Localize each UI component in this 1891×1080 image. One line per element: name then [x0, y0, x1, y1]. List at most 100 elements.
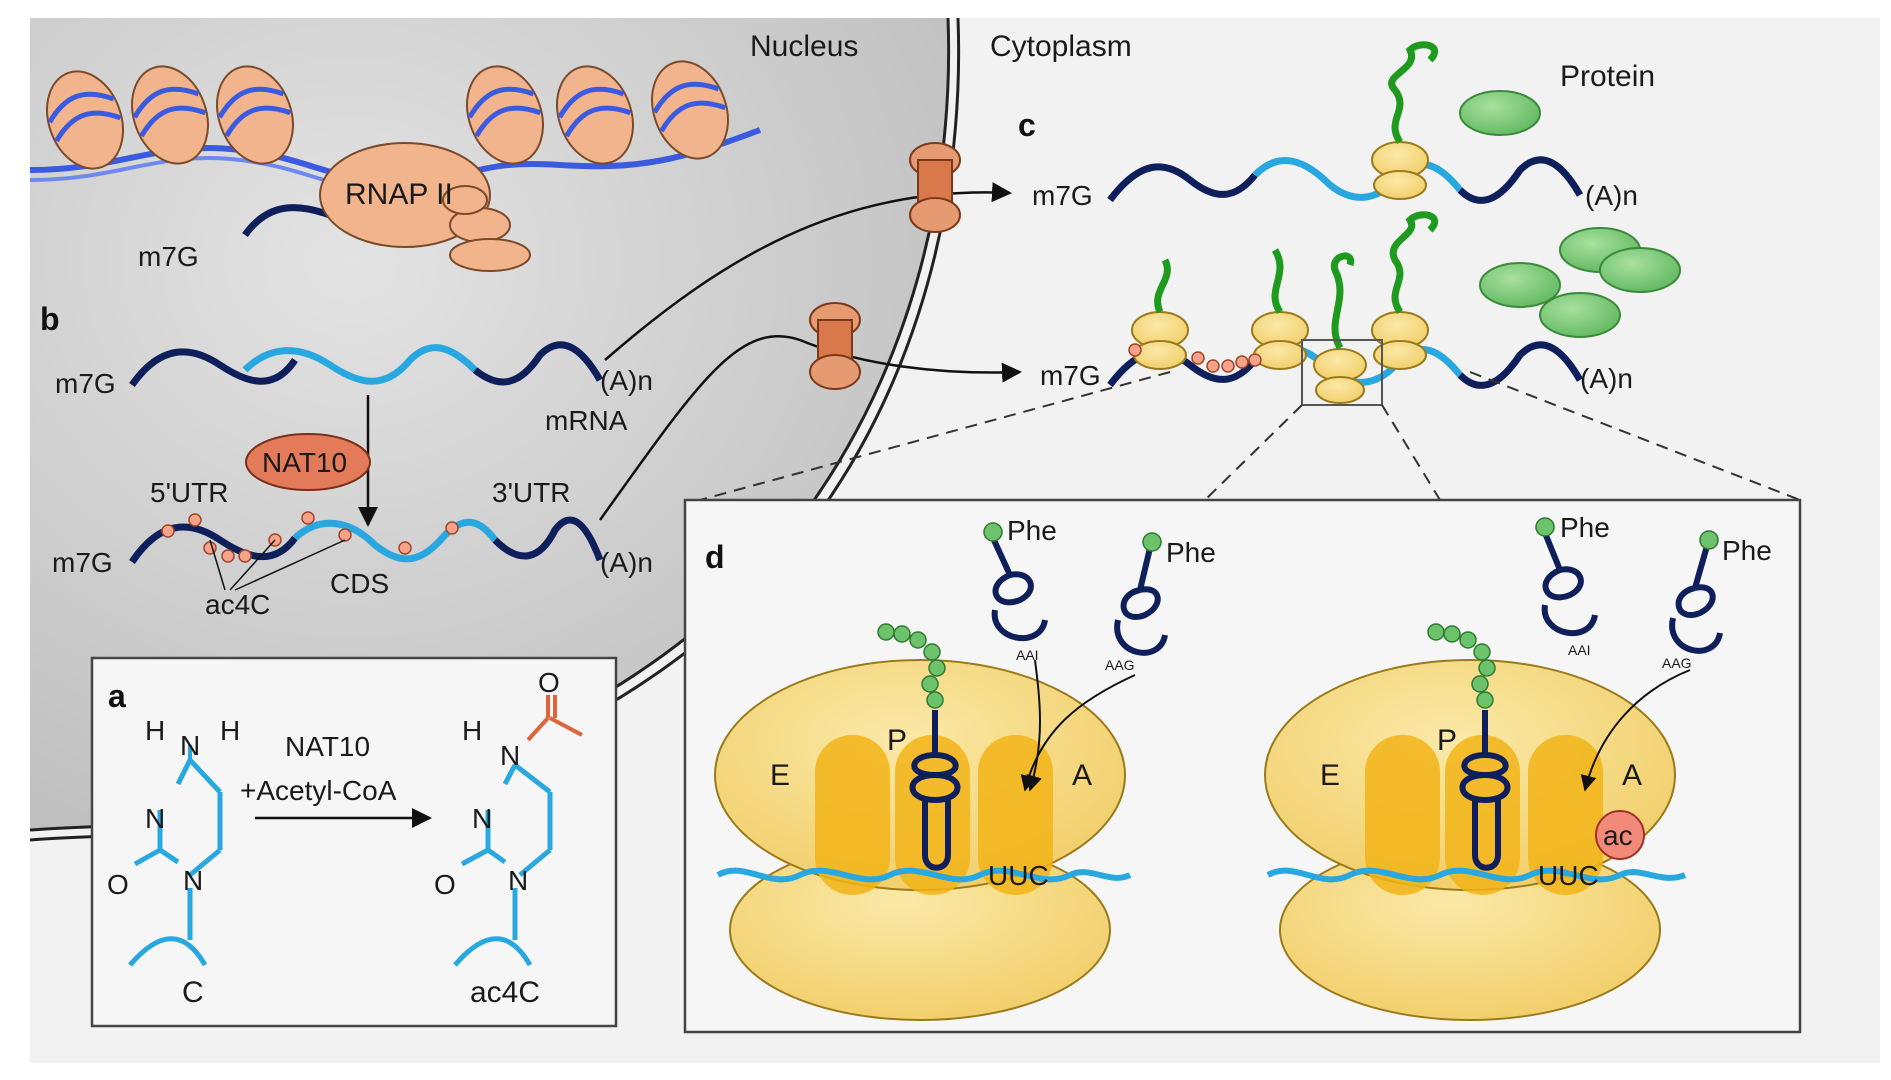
ac4c-n1: N: [500, 740, 520, 771]
anticodon-right-1: AAI: [1568, 642, 1591, 658]
decoding-arrow-left-2: [1020, 674, 1136, 792]
nascent-mrna: [242, 204, 332, 238]
phe-ball-right-1: [1535, 517, 1555, 537]
reaction-enzyme-label: NAT10: [285, 731, 370, 762]
site-p-right: P: [1437, 724, 1457, 757]
nascent-cap-label: m7G: [138, 241, 199, 272]
utr5-label: 5'UTR: [150, 477, 228, 508]
site-e-left: E: [770, 759, 790, 792]
site-p-left: P: [887, 724, 907, 757]
anticodon-right-2: AAG: [1662, 655, 1692, 671]
panel-b-label: b: [40, 301, 60, 337]
phe-label-left-1: Phe: [1007, 515, 1057, 546]
trna-p-left: [909, 710, 961, 871]
mrna-c-top: [1107, 156, 1584, 204]
mrna-b-top-cap: m7G: [55, 368, 116, 399]
ribosomes-c-bottom: [1131, 311, 1429, 404]
cds-label: CDS: [330, 568, 389, 599]
protein-blob-1: [1459, 90, 1541, 136]
decoding-arrow-left-1: [1026, 659, 1042, 792]
nat10-enzyme: [245, 433, 371, 491]
protein-label: Protein: [1560, 60, 1655, 93]
ac4c-h: H: [462, 715, 482, 746]
export-arrow-bottom: [598, 335, 1022, 521]
mrna-b-bottom-cap: m7G: [52, 547, 113, 578]
cyt-n2: N: [145, 803, 165, 834]
decoding-arrow-right: [1580, 669, 1691, 792]
zoom-box: [1301, 339, 1383, 406]
mrna-b-bottom-tail: (A)n: [600, 547, 653, 578]
trna-incoming-right-1: [1541, 531, 1598, 636]
rnap-label: RNAP II: [345, 178, 453, 211]
cyt-h1: H: [145, 715, 165, 746]
ac4c-label-b: ac4C: [205, 589, 270, 620]
mrna-label: mRNA: [545, 405, 628, 436]
mrna-b-top-tail: (A)n: [600, 365, 653, 396]
nuclear-pore-bottom: [809, 302, 861, 390]
peptide-d-left: [877, 623, 946, 709]
rnap-ii: [319, 142, 531, 272]
nucleus-label: Nucleus: [750, 30, 858, 63]
phe-ball-right-2: [1699, 530, 1719, 550]
mrna-c-bottom-tail: (A)n: [1580, 363, 1633, 394]
cyt-n3: N: [183, 865, 203, 896]
panel-a-label: a: [108, 678, 126, 714]
mrna-c-top-tail: (A)n: [1585, 180, 1638, 211]
anticodon-left-1: AAI: [1016, 647, 1039, 663]
mrna-b-bottom: [129, 516, 604, 564]
acetyl-group: [526, 695, 583, 742]
ribosome-c-top: [1371, 141, 1429, 200]
ac4c-pointer-lines: [209, 539, 346, 591]
reaction-cofactor-label: +Acetyl-CoA: [240, 775, 397, 806]
ac4c-marks-b: [161, 511, 459, 563]
ac4c-ring: [453, 763, 553, 967]
panel-c-label: c: [1018, 107, 1036, 143]
phe-ball-left-1: [983, 522, 1003, 542]
site-e-right: E: [1320, 759, 1340, 792]
trna-incoming-left-2: [1114, 547, 1168, 656]
site-a-right: A: [1622, 759, 1642, 792]
utr3-label: 3'UTR: [492, 477, 570, 508]
trna-incoming-right-2: [1669, 545, 1723, 654]
codon-right: UUC: [1538, 860, 1599, 891]
cyt-n1: N: [180, 730, 200, 761]
ac4c-o: O: [434, 869, 456, 900]
mrna-c-bottom-cap: m7G: [1040, 360, 1101, 391]
substrate-label: C: [182, 976, 204, 1009]
phe-label-right-1: Phe: [1560, 512, 1610, 543]
panel-a-box: [90, 656, 618, 1028]
panel-d-label: d: [705, 539, 725, 575]
acetyl-marker: [1595, 810, 1645, 860]
cyt-o: O: [107, 869, 129, 900]
protein-blobs: [1479, 227, 1681, 338]
zoom-projection-lines: [699, 371, 1801, 501]
peptide-d-right: [1427, 623, 1496, 709]
peptide-c-top: [1388, 41, 1439, 144]
mrna-d-left: [716, 867, 1132, 883]
peptides-c-bottom: [1154, 211, 1439, 350]
trna-p-right: [1459, 710, 1511, 871]
cytidine-ring: [128, 758, 223, 967]
cyt-h2: H: [220, 715, 240, 746]
ac4c-o-acetyl: O: [538, 667, 560, 698]
codon-left: UUC: [988, 860, 1049, 891]
acetyl-label: ac: [1603, 820, 1633, 851]
ac4c-n2: N: [472, 803, 492, 834]
phe-ball-left-2: [1142, 532, 1162, 552]
ribosome-d-left: [714, 659, 1126, 1021]
trna-incoming-left-1: [990, 536, 1048, 641]
site-a-left: A: [1072, 759, 1092, 792]
ac4c-marks-c: [1128, 343, 1262, 373]
phe-label-left-2: Phe: [1166, 537, 1216, 568]
cytoplasm-label: Cytoplasm: [990, 30, 1132, 63]
phe-label-right-2: Phe: [1722, 535, 1772, 566]
nat10-label: NAT10: [262, 447, 347, 478]
mrna-c-top-cap: m7G: [1032, 180, 1093, 211]
product-label: ac4C: [470, 976, 540, 1009]
ac4c-n3: N: [508, 865, 528, 896]
anticodon-left-2: AAG: [1105, 657, 1135, 673]
mrna-b-top: [129, 341, 604, 388]
nuclear-pore-top: [909, 142, 961, 233]
